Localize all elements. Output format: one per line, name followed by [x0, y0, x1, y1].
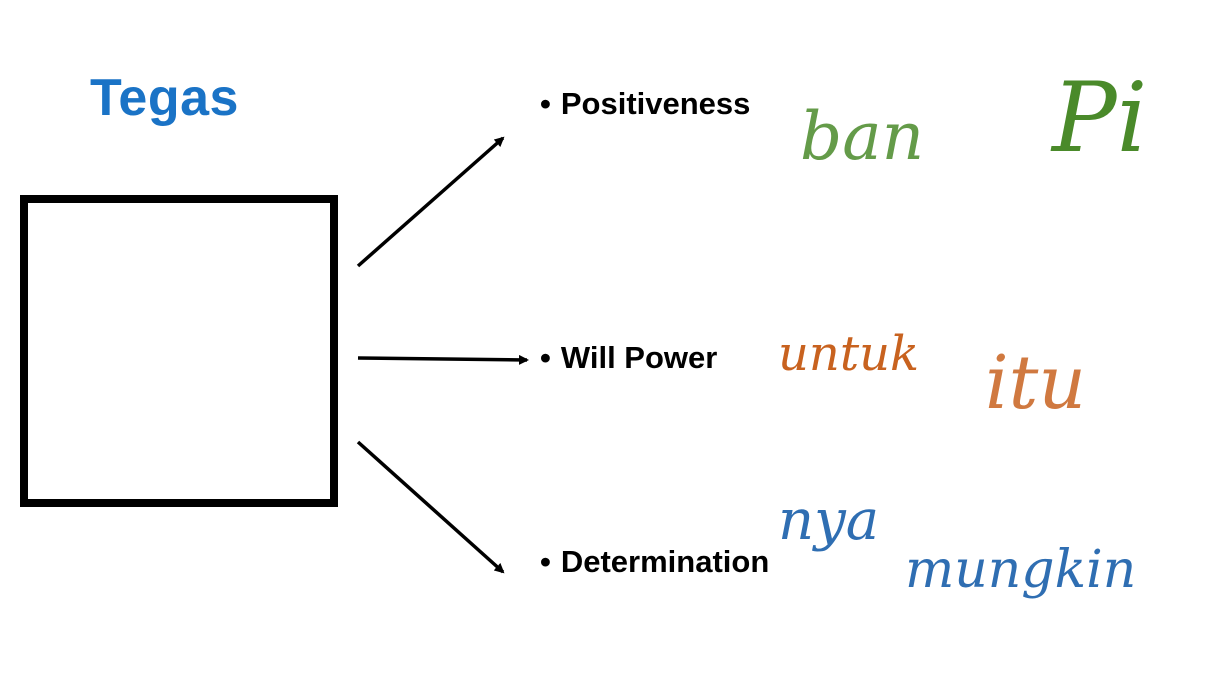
handwriting-nya: nya — [778, 488, 880, 553]
bullet-text: Determination — [560, 544, 770, 579]
bullet-will-power: • Will Power — [540, 340, 717, 376]
arrow-icon-right — [357, 354, 529, 365]
bullet-text: Will Power — [560, 340, 718, 375]
bullet-determination: • Determination — [540, 544, 769, 580]
bullet-text: Positiveness — [560, 86, 751, 121]
handwriting-mungkin: mungkin — [905, 540, 1137, 600]
bullet-marker: • — [540, 86, 551, 121]
handwriting-untuk: untuk — [778, 326, 920, 382]
handwriting-pi: Pi — [1052, 62, 1148, 174]
handwriting-itu: itu — [985, 340, 1087, 426]
bullet-marker: • — [540, 340, 551, 375]
arrow-icon-down — [356, 440, 505, 574]
bullet-positiveness: • Positiveness — [540, 86, 750, 122]
handwriting-ban: ban — [800, 98, 925, 175]
slide-title: Tegas — [90, 69, 239, 127]
arrow-icon-up — [356, 136, 505, 268]
bullet-marker: • — [540, 544, 551, 579]
empty-square-box — [20, 195, 338, 507]
